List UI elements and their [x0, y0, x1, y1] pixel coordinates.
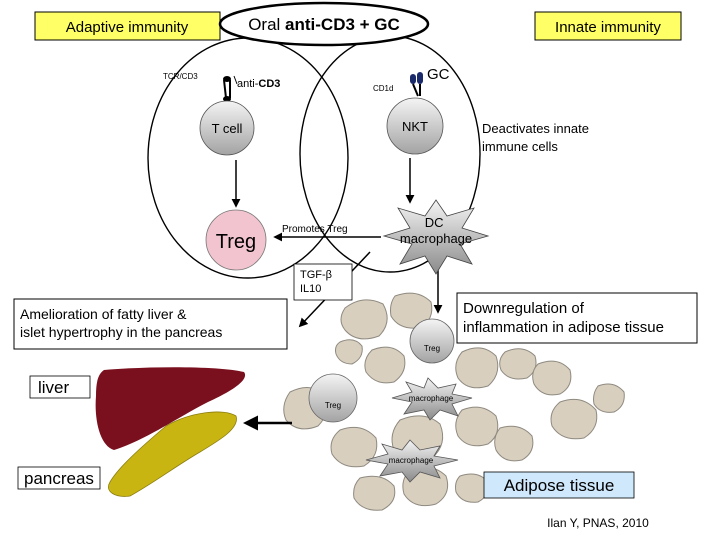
adipocyte [550, 398, 598, 440]
adipocyte [330, 426, 378, 468]
adipose-macrophage-cell [365, 439, 459, 483]
dc-macrophage-label: DC macrophage [400, 215, 472, 246]
t-cell-label: T cell [212, 121, 243, 136]
amelioration-box [13, 298, 288, 350]
innate-immunity-box [534, 11, 682, 41]
downregulation-box [456, 292, 698, 344]
treg-cell [205, 209, 267, 271]
adipocyte [494, 425, 534, 462]
amelioration-label: Amelioration of fatty liver & islet hype… [20, 306, 222, 340]
adipocyte [335, 339, 363, 365]
pancreas-label: pancreas [24, 469, 94, 488]
tgf-il10-label: TGF-β IL10 [300, 269, 335, 295]
adipose-tissue-cluster [283, 292, 625, 511]
deactivates-text: Deactivates innate immune cells [482, 121, 593, 154]
tcr-cd3-label: TCR/CD3 [163, 72, 198, 81]
pancreas-shape [108, 411, 237, 497]
nkt-cell-label: NKT [402, 119, 428, 134]
liver-label: liver [38, 378, 70, 397]
tgf-il10-box [293, 263, 353, 301]
adipocyte [532, 360, 572, 396]
adipose-treg-label: Treg [424, 344, 440, 353]
adipocyte [353, 475, 396, 511]
anti-cd3-label: anti-CD3 [237, 78, 280, 90]
adipose-tissue-box [483, 471, 635, 499]
t-cell [199, 100, 255, 156]
adipose-macrophage-cell [391, 377, 473, 421]
adipocyte [364, 346, 406, 384]
pancreas-label-box [17, 466, 101, 490]
adipose-treg-label: Treg [325, 401, 341, 410]
downregulation-label: Downregulation of inflammation in adipos… [463, 300, 664, 336]
oral-treatment-ellipse [218, 1, 430, 47]
gc-glycolipid-icon [410, 72, 423, 97]
adipocyte [499, 348, 537, 380]
oral-treatment-label: Oral anti-CD3 + GC [248, 15, 400, 34]
liver-shape [95, 367, 246, 450]
adipocyte [455, 473, 489, 503]
adipocyte [455, 406, 499, 447]
promotes-treg-label: Promotes Treg [282, 224, 348, 235]
anti-cd3-antibody-icon [233, 75, 238, 85]
dc-macrophage-cell [382, 199, 490, 275]
citation: Ilan Y, PNAS, 2010 [547, 516, 649, 530]
adipose-treg-cell [409, 318, 455, 364]
nkt-cell [386, 97, 444, 155]
innate-immunity-label: Innate immunity [555, 19, 661, 36]
adipose-tissue-label: Adipose tissue [504, 476, 615, 495]
adaptive-immunity-label: Adaptive immunity [66, 19, 189, 36]
adipocyte [455, 347, 499, 389]
adipose-macrophage-label: macrophage [389, 456, 434, 465]
adipocyte [340, 299, 388, 340]
treg-cell-label: Treg [216, 231, 256, 253]
cd1d-label: CD1d [373, 84, 393, 93]
adipose-treg-cell [308, 373, 358, 423]
adipose-macrophage-label: macrophage [409, 394, 454, 403]
tcr-cd3-receptor-icon [223, 76, 231, 102]
adipocyte [593, 383, 625, 413]
liver-label-box [29, 375, 91, 399]
gc-label: GC [427, 66, 450, 83]
